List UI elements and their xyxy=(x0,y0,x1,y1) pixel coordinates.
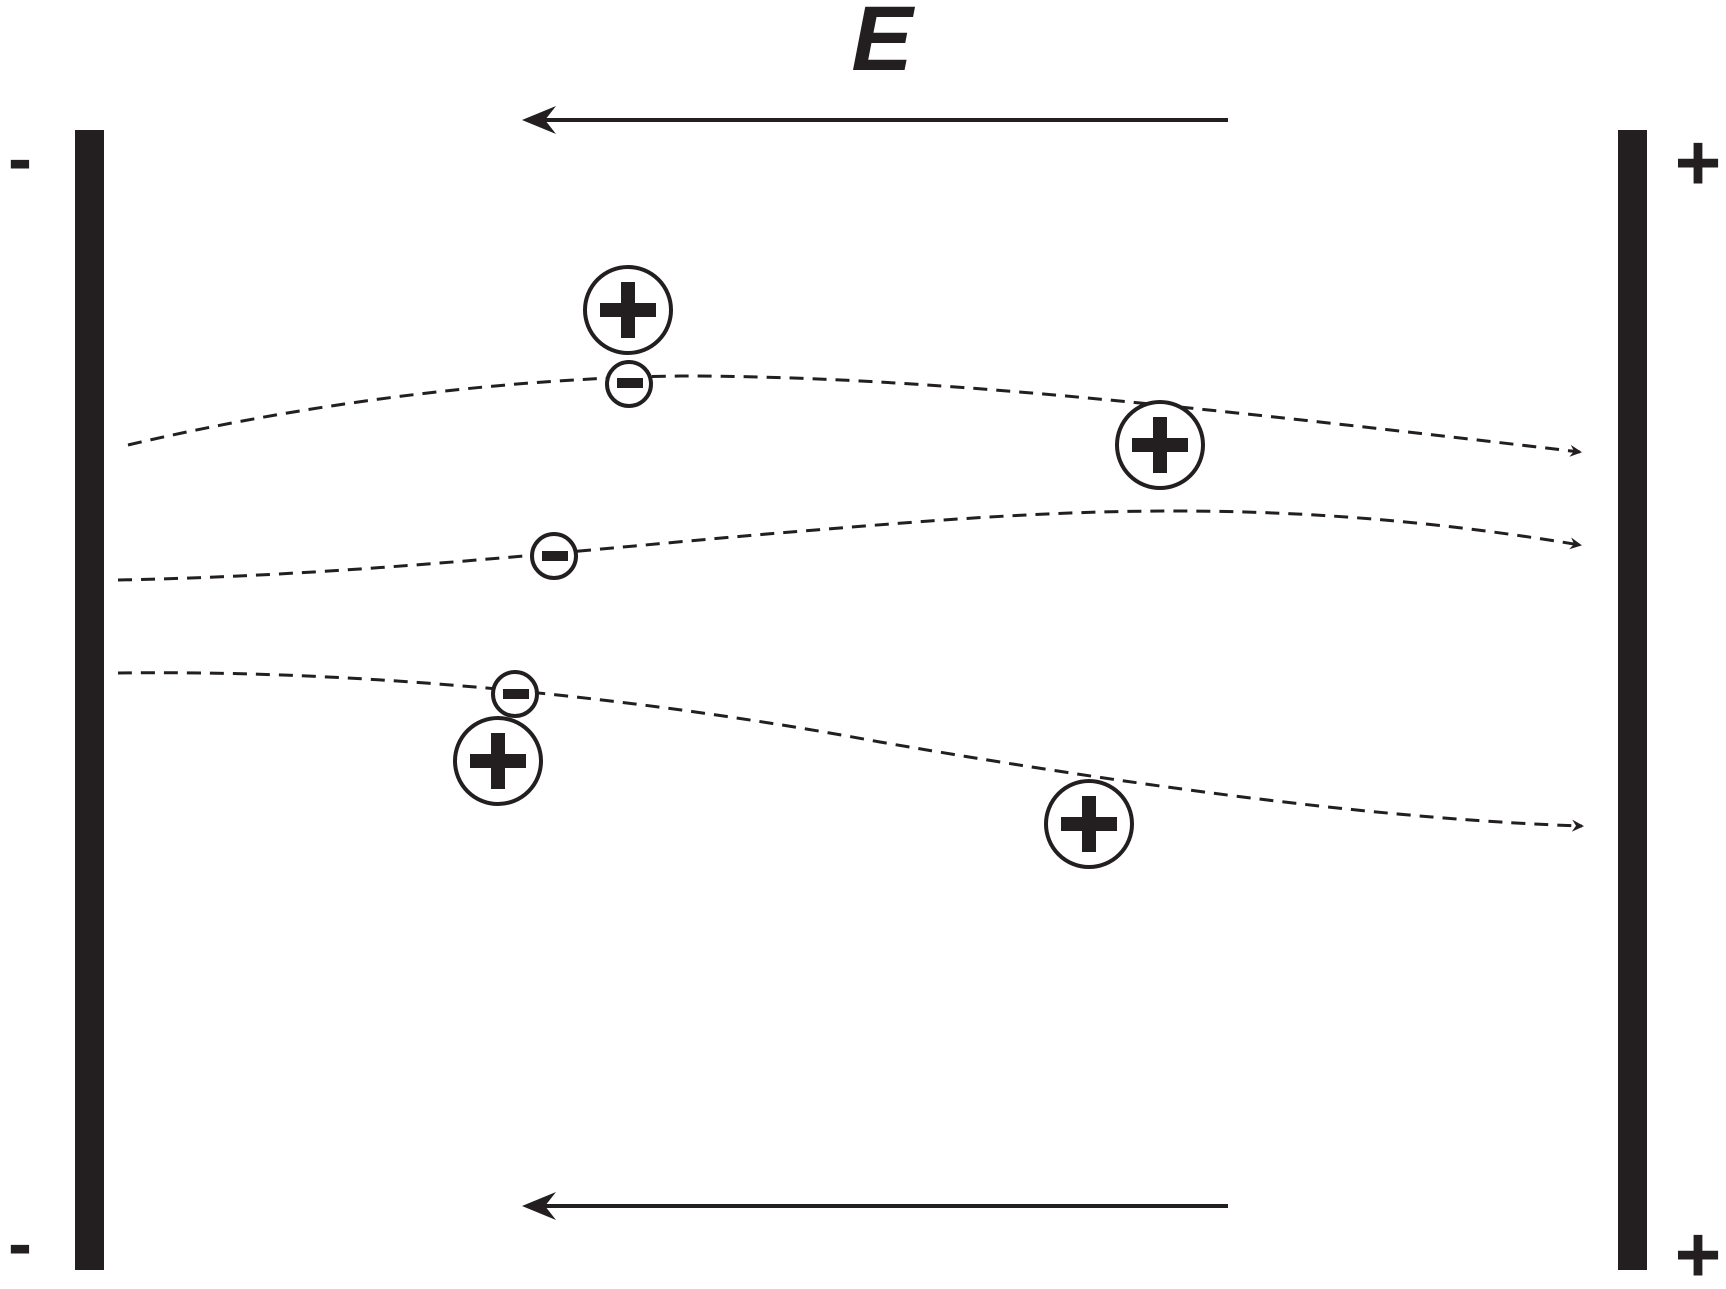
trajectory-2 xyxy=(117,509,1582,582)
field-label: E xyxy=(851,0,915,90)
positive-ion xyxy=(1115,400,1205,490)
electron xyxy=(491,670,539,718)
positive-plate xyxy=(1618,130,1647,1270)
electron xyxy=(530,532,578,580)
negative-sign-bottom: - xyxy=(8,1204,32,1284)
field-arrow-top xyxy=(522,106,1228,134)
trajectory-3 xyxy=(117,671,1584,832)
electron xyxy=(605,360,653,408)
field-arrow-bottom xyxy=(522,1192,1228,1220)
negative-sign-top: - xyxy=(8,119,32,199)
negative-plate xyxy=(75,130,104,1270)
positive-sign-bottom: + xyxy=(1675,1210,1722,1289)
positive-ion xyxy=(453,716,543,806)
positive-sign-top: + xyxy=(1675,118,1722,207)
positive-ion xyxy=(1044,779,1134,869)
trajectory-1 xyxy=(127,374,1582,457)
positive-ion xyxy=(583,265,673,355)
